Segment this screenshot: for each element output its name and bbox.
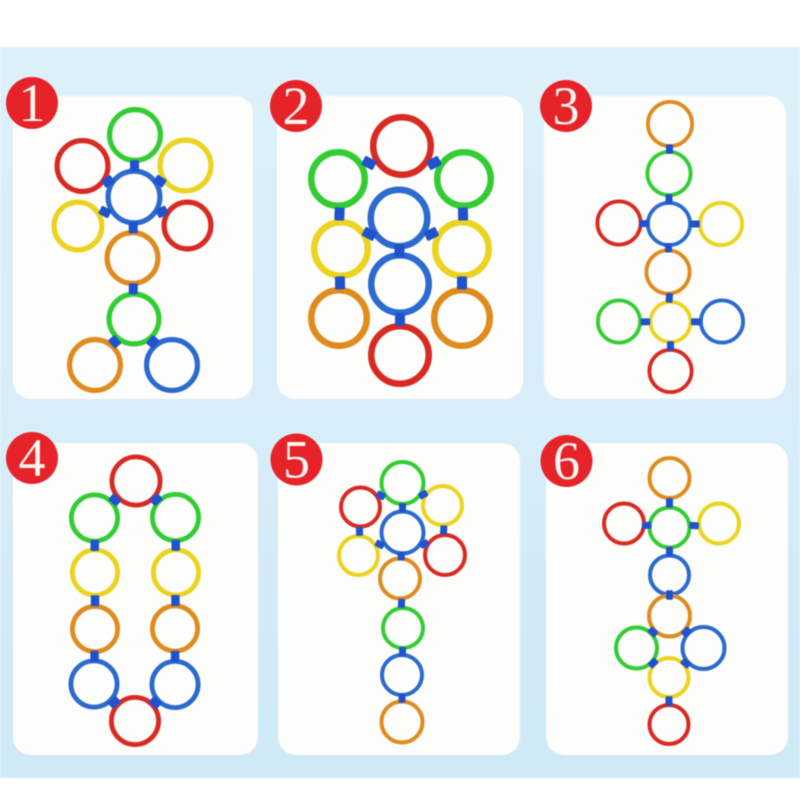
- svg-text:5: 5: [283, 430, 310, 490]
- svg-text:3: 3: [553, 76, 580, 136]
- svg-text:4: 4: [19, 428, 46, 488]
- svg-text:6: 6: [553, 431, 580, 491]
- svg-text:1: 1: [19, 73, 46, 133]
- svg-text:2: 2: [283, 76, 310, 136]
